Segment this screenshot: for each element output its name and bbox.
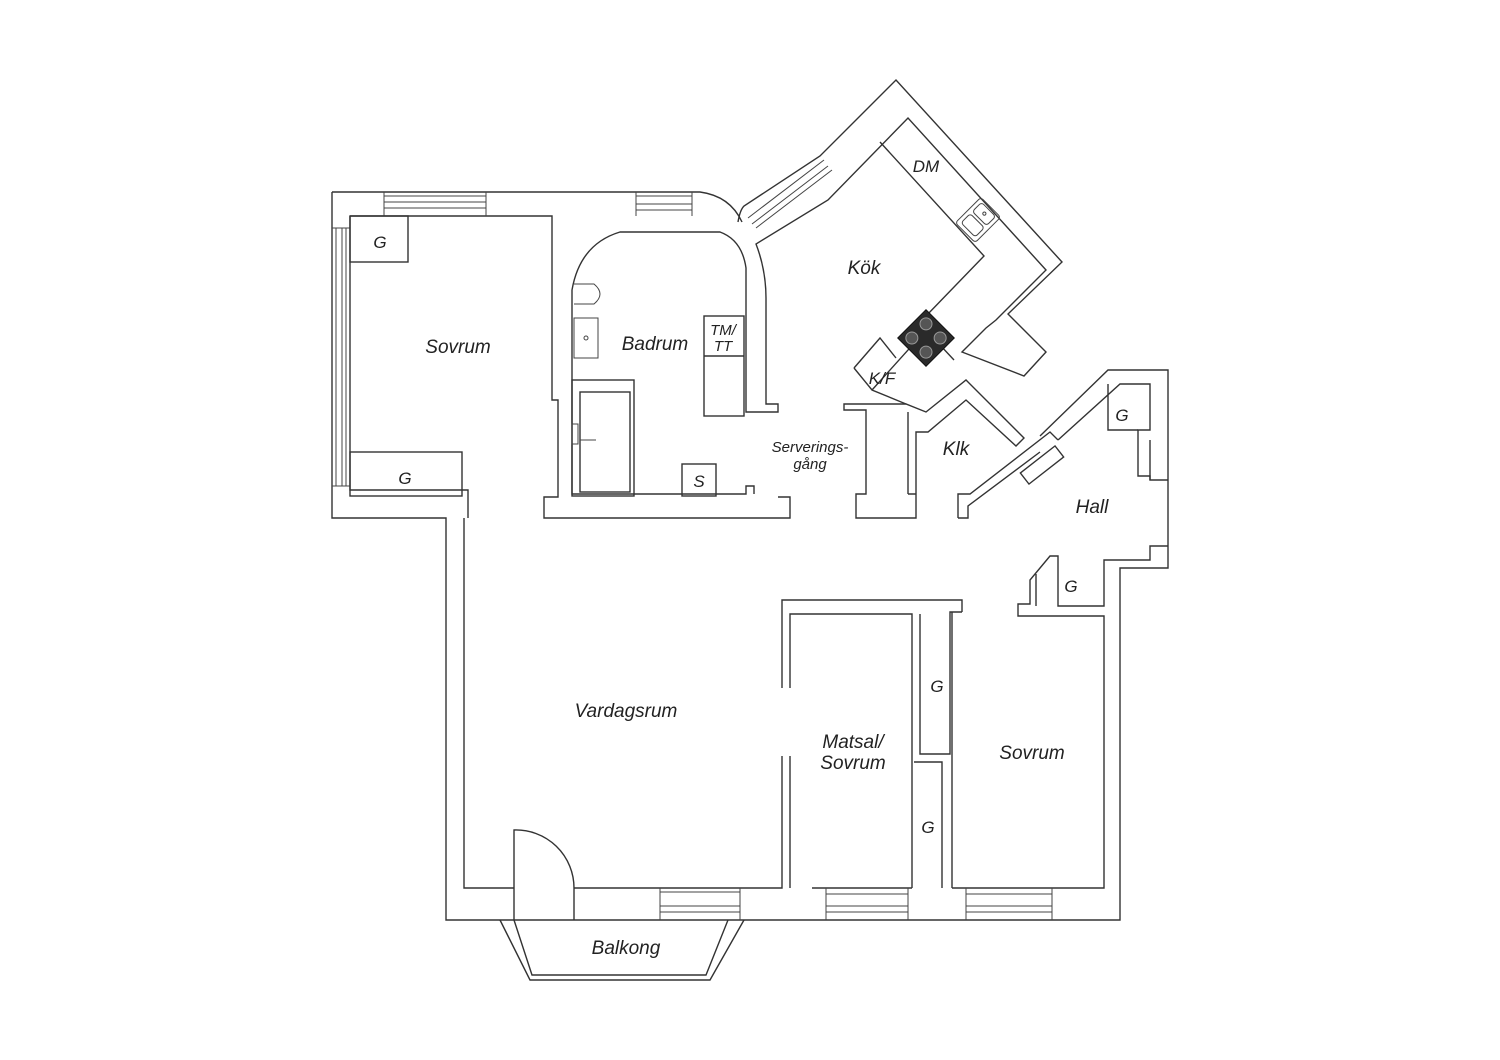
washer-box xyxy=(703,315,745,417)
wardrobe-label: G xyxy=(1115,406,1128,425)
storage-box xyxy=(681,463,717,497)
fridge-label: K/F xyxy=(869,369,897,388)
dishwasher-label: DM xyxy=(913,157,940,176)
wardrobe-box xyxy=(349,451,463,497)
washer-label-line2: TT xyxy=(714,338,734,355)
room-label-kok: Kök xyxy=(848,258,882,279)
exterior-walls xyxy=(331,78,1169,981)
stove-icon xyxy=(897,309,955,367)
wardrobe-label: G xyxy=(921,818,934,837)
washer-label-line1: TM/ xyxy=(710,322,738,339)
room-label-badrum: Badrum xyxy=(622,334,689,355)
storage-label: S xyxy=(693,472,705,491)
room-labels: Sovrum Badrum Kök Serverings- gång Klk H… xyxy=(373,157,1128,959)
room-label-vardagsrum: Vardagsrum xyxy=(575,701,678,722)
room-label-sovrum-left: Sovrum xyxy=(425,337,490,358)
room-label-matsal-line2: Sovrum xyxy=(820,753,885,774)
wardrobe-label: G xyxy=(1064,577,1077,596)
room-label-serveringsgang-line1: Serverings- xyxy=(772,439,849,456)
wardrobe-box xyxy=(349,215,409,263)
room-label-balkong: Balkong xyxy=(592,938,661,959)
bathtub xyxy=(579,391,631,493)
room-label-hall: Hall xyxy=(1076,497,1110,518)
room-label-klk: Klk xyxy=(943,439,971,460)
room-label-sovrum-right: Sovrum xyxy=(999,743,1064,764)
room-label-serveringsgang-line2: gång xyxy=(793,456,827,473)
kitchen-sink-icon xyxy=(956,198,1000,242)
wardrobe-label: G xyxy=(373,233,386,252)
wardrobe-label: G xyxy=(398,469,411,488)
sink-icon xyxy=(573,317,599,359)
shower-box xyxy=(571,379,635,497)
wardrobe-label: G xyxy=(930,677,943,696)
fixtures xyxy=(349,198,1138,497)
room-label-matsal-line1: Matsal/ xyxy=(822,732,885,753)
